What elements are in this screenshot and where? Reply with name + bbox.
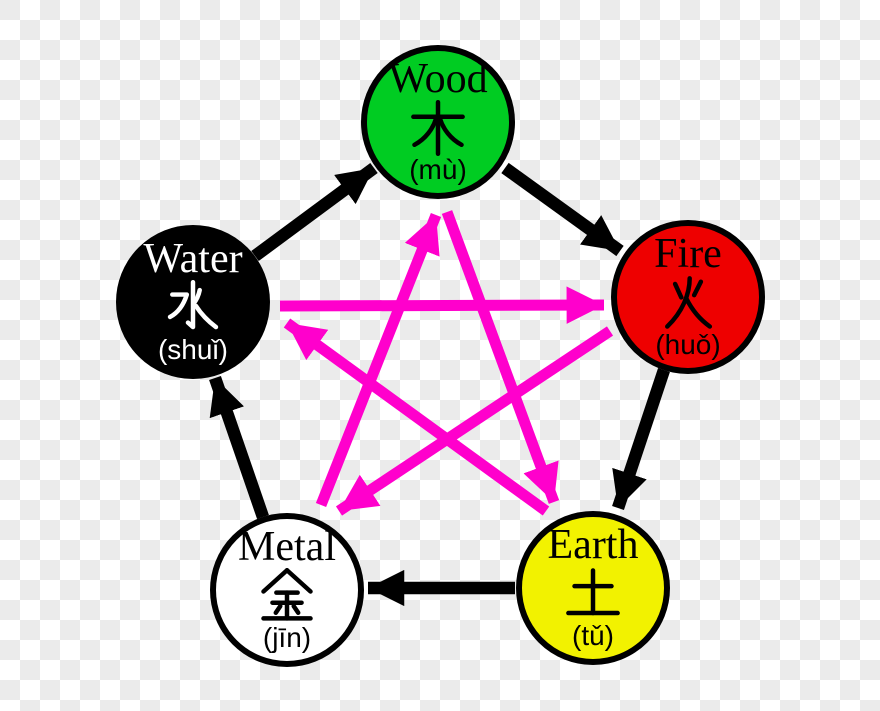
hanzi-fire-glyph [665,276,713,329]
hanzi-earth-glyph [566,568,620,616]
arrow-fire-to-earth [612,368,670,510]
arrow-metal-to-water [209,375,269,520]
node-water-label: Water [143,236,243,282]
node-fire-label: Fire [654,231,722,277]
node-metal: Metal (jīn) [210,513,364,667]
node-water: Water (shuǐ) [116,225,270,379]
node-metal-pinyin: (jīn) [262,622,312,653]
hanzi-metal-glyph [261,568,313,621]
node-fire-pinyin: (huǒ) [655,329,721,360]
node-metal-label: Metal [238,524,336,570]
arrow-wood-to-fire [501,162,624,257]
node-wood-pinyin: (mù) [409,154,467,185]
node-earth-label: Earth [547,522,639,568]
arrow-metal-to-wood [315,212,442,508]
node-fire: Fire (huǒ) [611,220,765,374]
node-earth-pinyin: (tǔ) [572,620,614,651]
arrow-water-to-wood [251,162,378,262]
hanzi-wood-glyph [411,100,465,156]
node-water-pinyin: (shuǐ) [157,334,228,365]
arrow-earth-to-water [283,318,550,516]
node-wood: Wood (mù) [361,45,515,199]
hanzi-water-glyph [167,280,219,330]
arrow-wood-to-earth [441,210,560,504]
arrow-water-to-fire [279,286,605,324]
node-wood-label: Wood [388,56,488,102]
arrow-fire-to-metal [335,326,614,516]
node-earth: Earth (tǔ) [516,511,670,665]
